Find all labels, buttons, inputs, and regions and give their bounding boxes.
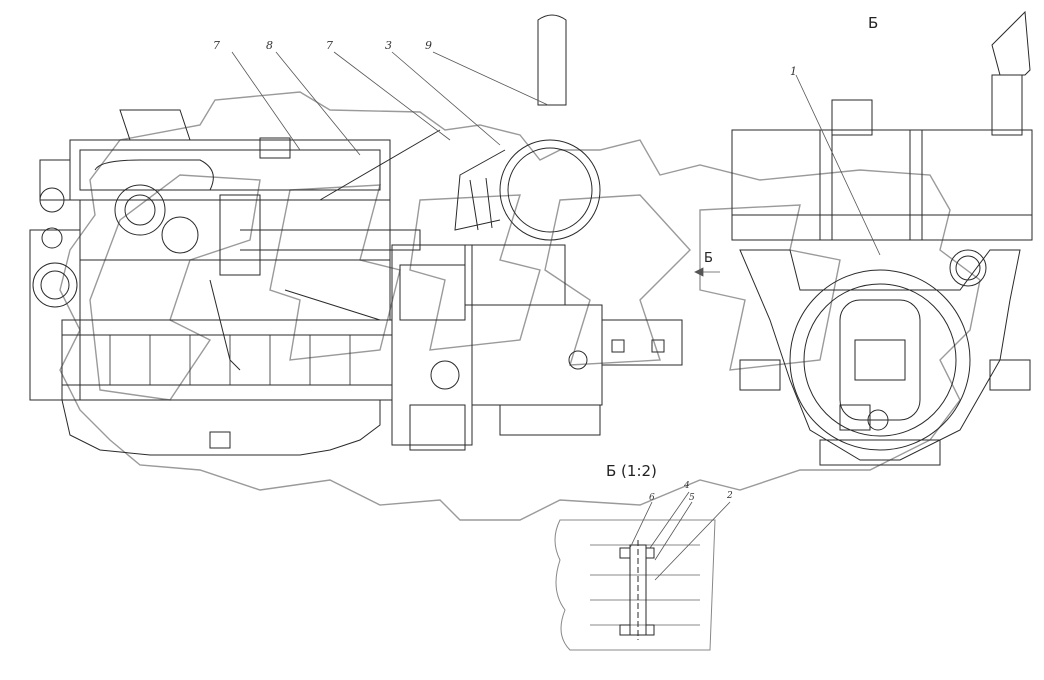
callout-9: 9: [425, 39, 432, 52]
callout-5: 5: [689, 493, 695, 503]
callout-1: 1: [790, 65, 797, 78]
callout-6: 6: [649, 493, 655, 503]
callout-4: 4: [684, 481, 690, 491]
detail-view-b: [554, 519, 716, 651]
view-label-top: Б: [868, 14, 879, 32]
callout-7-left: 7: [213, 39, 220, 52]
watermark-gear-logo: [59, 91, 981, 521]
view-arrow-label: Б: [704, 251, 713, 266]
detail-view-title: Б (1:2): [606, 462, 657, 480]
callout-7-right: 7: [326, 39, 333, 52]
engine-side-view: [29, 14, 683, 456]
callout-8: 8: [266, 39, 273, 52]
callout-3: 3: [385, 39, 392, 52]
leader-lines: [231, 51, 881, 581]
callout-2: 2: [727, 491, 733, 501]
engine-front-view: [731, 10, 1033, 466]
